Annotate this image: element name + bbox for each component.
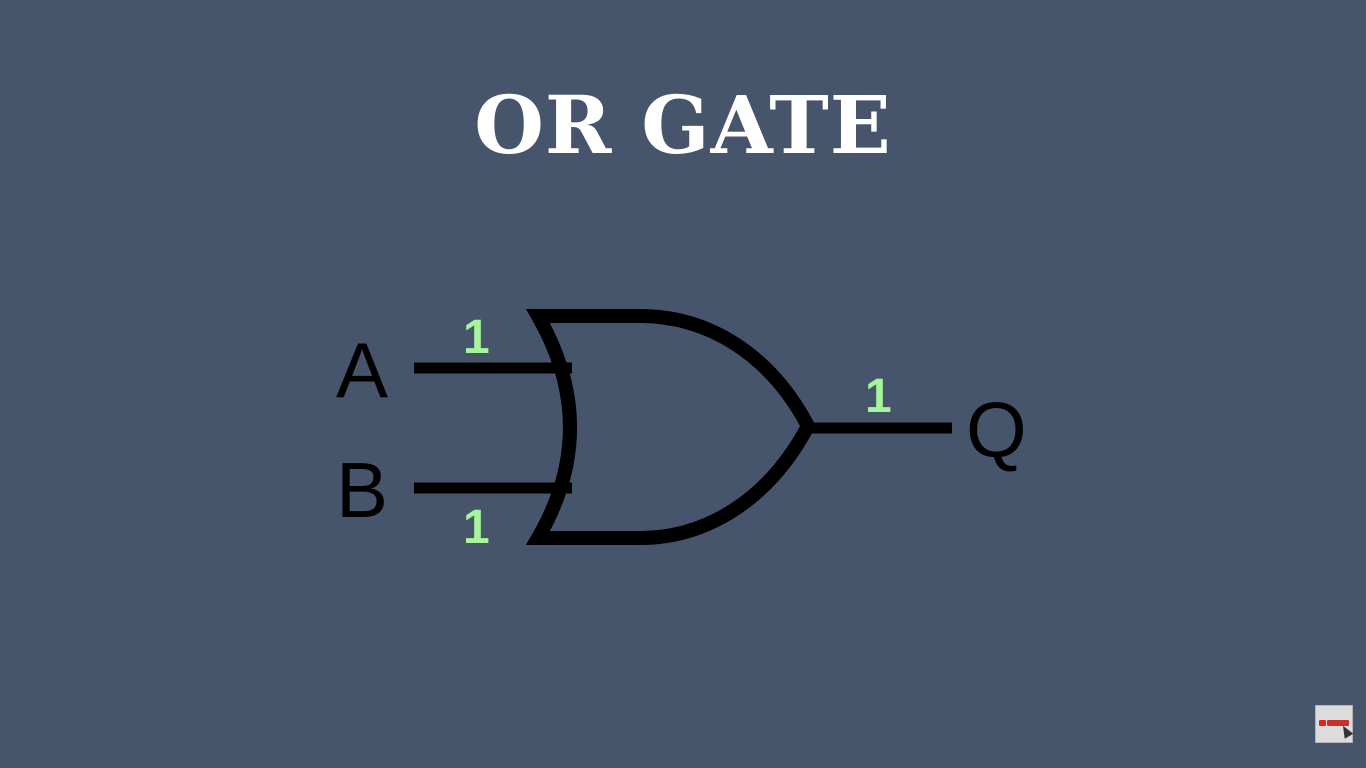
input-label-a: A [336, 326, 388, 414]
input-label-b: B [336, 446, 388, 534]
youtube-subscribe-icon [1319, 720, 1326, 726]
or-gate-symbol [525, 309, 816, 545]
output-value-q: 1 [865, 370, 892, 423]
cursor-icon [1338, 723, 1354, 739]
input-value-a: 1 [463, 311, 490, 364]
subscribe-button[interactable] [1315, 705, 1354, 743]
output-label-q: Q [966, 386, 1027, 474]
subscribe-bar [1327, 720, 1349, 726]
page-title: OR GATE [474, 78, 892, 172]
input-value-b: 1 [463, 501, 490, 554]
